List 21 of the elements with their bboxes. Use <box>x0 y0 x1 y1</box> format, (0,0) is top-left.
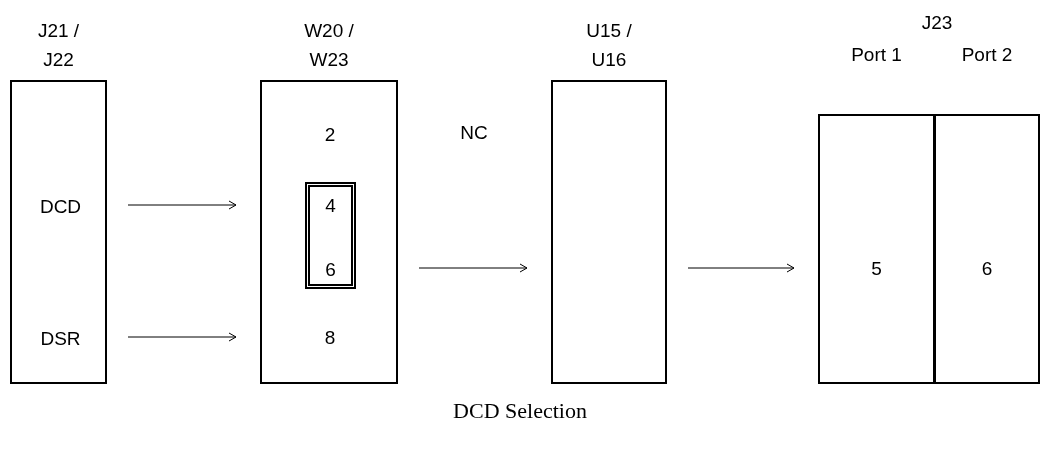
pin-number: 6 <box>324 259 337 281</box>
pin-number: 6 <box>980 257 994 281</box>
component-label: W20 / W23 <box>303 19 355 72</box>
component-label: J21 / J22 <box>36 19 81 72</box>
caption: DCD Selection <box>452 397 588 425</box>
component-label: U15 / U16 <box>585 19 633 72</box>
signal-label: 2 <box>305 120 355 150</box>
component-label: Port 2 <box>960 43 1014 67</box>
signal-label: DSR <box>12 324 109 354</box>
signal-label: DCD <box>12 192 109 222</box>
pin-number: 4 <box>324 195 337 217</box>
component-label: Port 1 <box>850 43 903 67</box>
arrow <box>418 263 528 273</box>
jumper-block <box>305 182 356 289</box>
pin-number: 5 <box>870 257 883 281</box>
no-connect-label: NC <box>459 121 489 145</box>
arrow <box>127 332 237 342</box>
signal-label: 8 <box>305 323 355 353</box>
component-label: J23 <box>920 11 954 35</box>
arrow <box>127 200 237 210</box>
arrow <box>687 263 795 273</box>
